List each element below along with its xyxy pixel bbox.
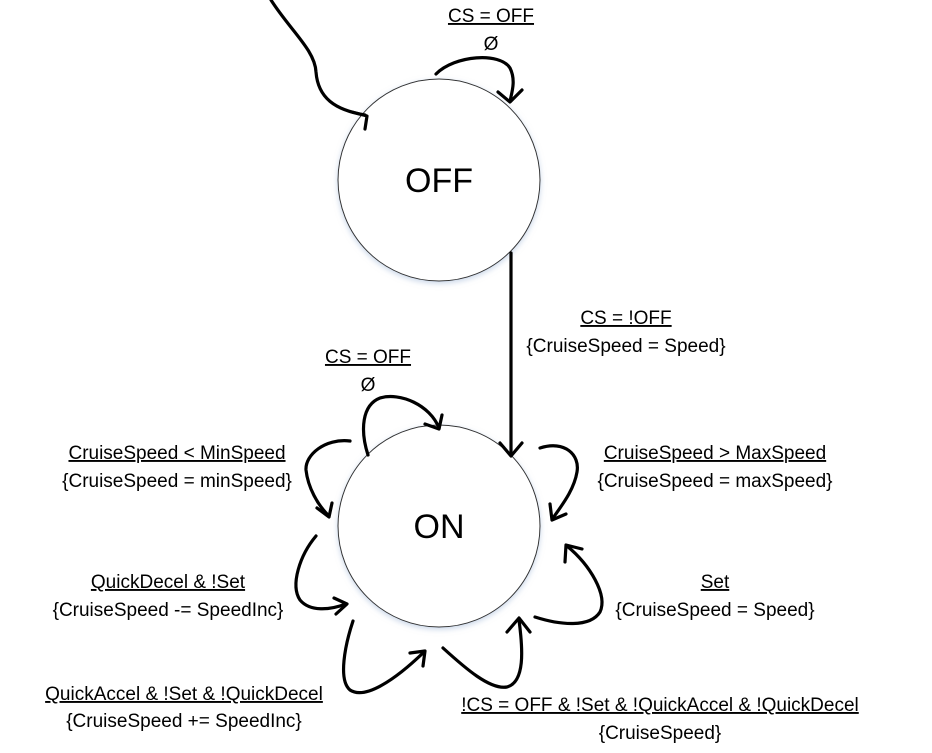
on-quick-accel-loop-arrow xyxy=(342,619,427,695)
guard-text: CruiseSpeed < MinSpeed xyxy=(68,443,285,464)
guard-text: QuickAccel & !Set & !QuickDecel xyxy=(45,684,323,705)
on-self-loop-off-arrow xyxy=(361,395,444,457)
guard-text: Set xyxy=(701,572,730,593)
label-on-min-speed: CruiseSpeed < MinSpeed {CruiseSpeed = mi… xyxy=(62,443,292,492)
initial-transition-arrow xyxy=(269,0,369,131)
label-on-max-speed: CruiseSpeed > MaxSpeed {CruiseSpeed = ma… xyxy=(597,443,832,492)
action-text: {CruiseSpeed += SpeedInc} xyxy=(66,711,302,732)
label-on-set: Set {CruiseSpeed = Speed} xyxy=(615,572,814,621)
action-text: {CruiseSpeed -= SpeedInc} xyxy=(53,600,284,621)
action-text: {CruiseSpeed = minSpeed} xyxy=(62,471,292,492)
action-text: {CruiseSpeed = Speed} xyxy=(615,600,814,621)
label-off-self-loop: CS = OFF Ø xyxy=(448,6,534,55)
label-on-self-loop: CS = OFF Ø xyxy=(325,347,411,396)
off-self-loop-arrow xyxy=(434,56,524,104)
guard-text: QuickDecel & !Set xyxy=(91,572,246,593)
label-on-quick-accel: QuickAccel & !Set & !QuickDecel {CruiseS… xyxy=(45,684,323,732)
on-set-loop-arrow xyxy=(533,543,604,626)
guard-text: CS = OFF xyxy=(325,347,411,368)
on-idle-loop-arrow xyxy=(441,616,532,689)
label-on-idle: !CS = OFF & !Set & !QuickAccel & !QuickD… xyxy=(461,695,859,744)
action-text: {CruiseSpeed = maxSpeed} xyxy=(597,471,832,492)
on-quick-decel-loop-arrow xyxy=(294,534,349,616)
on-min-speed-loop-arrow xyxy=(304,439,352,519)
label-off-to-on: CS = !OFF {CruiseSpeed = Speed} xyxy=(526,308,725,357)
state-off-label: OFF xyxy=(405,162,473,200)
guard-text: CS = OFF xyxy=(448,6,534,27)
action-text: Ø xyxy=(361,375,376,396)
off-to-on-arrow xyxy=(498,251,524,458)
guard-text: CruiseSpeed > MaxSpeed xyxy=(604,443,826,464)
on-max-speed-loop-arrow xyxy=(538,444,579,522)
guard-text: CS = !OFF xyxy=(580,308,671,329)
guard-text: !CS = OFF & !Set & !QuickAccel & !QuickD… xyxy=(461,695,859,716)
state-off: OFF xyxy=(337,78,541,282)
action-text: {CruiseSpeed} xyxy=(599,723,722,744)
state-on-label: ON xyxy=(414,508,465,546)
action-text: {CruiseSpeed = Speed} xyxy=(526,336,725,357)
action-text: Ø xyxy=(484,34,499,55)
label-on-quick-decel: QuickDecel & !Set {CruiseSpeed -= SpeedI… xyxy=(53,572,284,621)
